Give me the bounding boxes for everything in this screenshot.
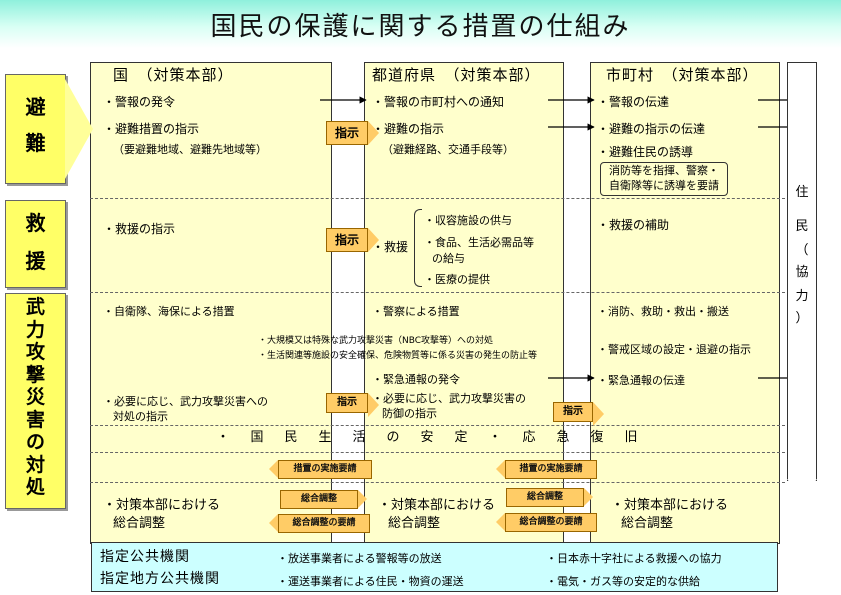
municipality-fire-rescue: ・消防、救助・救出・搬送 <box>597 305 729 318</box>
side-label-relief: 救 援 <box>5 200 66 288</box>
municipality-relief-assist: ・救援の補助 <box>597 218 670 232</box>
residents-char: 協 <box>795 265 809 280</box>
prefecture-column-header: 都道府県 （対策本部） <box>372 66 541 84</box>
municipality-column <box>590 62 780 544</box>
prefecture-evac-order: ・避難の指示 <box>372 122 445 136</box>
side-label-evacuation: 避 難 <box>5 74 93 184</box>
recovery-row: ・国民生活の安定・応急復旧 <box>216 430 659 445</box>
prefecture-coordination: ・対策本部における <box>378 498 496 513</box>
residents-char: 力 <box>795 289 809 304</box>
coordination-request-arrow-2: 総合調整の要請 <box>496 513 597 532</box>
relief-item-shelter: ・収容施設の供与 <box>424 214 512 227</box>
section-divider <box>90 425 785 426</box>
armed-instruction-arrow-2: 指示 <box>553 402 604 426</box>
side-label-text: 避 <box>25 95 46 119</box>
national-disaster-order-cont: 対処の指示 <box>113 410 168 423</box>
coordination-arrow-1: 総合調整 <box>280 490 367 509</box>
residents-column: 住 民 （ 協 力 ） <box>787 62 817 481</box>
utilities-item: ・電気・ガス等の安定的な供給 <box>546 575 700 588</box>
residents-char: ） <box>795 311 809 326</box>
national-warning: ・警報の発令 <box>103 95 176 109</box>
relief-instruction-arrow: 指示 <box>326 228 379 252</box>
side-label-text: 難 <box>25 131 46 155</box>
municipality-warning-transmit: ・警報の伝達 <box>597 95 670 109</box>
side-label-armed-attack: 武 力 攻 撃 災 害 の 対 処 <box>5 293 66 509</box>
coordination-request-arrow-1: 総合調整の要請 <box>269 514 370 533</box>
municipality-guide: ・避難住民の誘導 <box>597 145 694 159</box>
municipality-column-header: 市町村 （対策本部） <box>606 66 759 84</box>
section-divider <box>90 292 785 293</box>
municipality-coordination-cont: 総合調整 <box>621 516 674 531</box>
residents-arrow <box>787 479 817 499</box>
national-disaster-order: ・必要に応じ、武力攻撃災害への <box>103 395 268 408</box>
national-evac-order: ・避難措置の指示 <box>103 122 200 136</box>
prefecture-defense-order-cont: 防御の指示 <box>382 407 437 420</box>
municipality-coordination: ・対策本部における <box>611 498 729 513</box>
municipality-emergency-transmit: ・緊急通報の伝達 <box>597 374 685 387</box>
prefecture-evac-note: （避難経路、交通手段等） <box>382 143 514 156</box>
prefecture-police-measures: ・警察による措置 <box>372 305 460 318</box>
residents-char: （ <box>795 243 809 258</box>
national-relief-order: ・救援の指示 <box>103 222 176 236</box>
section-divider <box>90 198 785 199</box>
relief-item-goods: ・食品、生活必需品等 <box>424 236 534 249</box>
measure-request-arrow-1: 措置の実施要請 <box>269 460 372 479</box>
page-title: 国民の保護に関する措置の仕組み <box>210 12 631 42</box>
residents-char: 民 <box>795 219 809 234</box>
side-label-text: 武 力 攻 撃 災 害 の 対 処 <box>25 296 45 498</box>
nbc-response: ・大規模又は特殊な武力攻撃災害（NBC攻撃等）への対処 <box>258 336 494 346</box>
residents-char: 住 <box>795 185 809 200</box>
national-coordination: ・対策本部における <box>103 498 221 513</box>
relief-brace <box>414 209 422 287</box>
prefecture-coordination-cont: 総合調整 <box>388 516 441 531</box>
side-label-text: 援 <box>25 249 46 273</box>
prefecture-emergency-notice: ・緊急通報の発令 <box>372 373 460 386</box>
relief-item-medical: ・医療の提供 <box>424 273 490 286</box>
prefecture-notify: ・警報の市町村への通知 <box>372 95 505 109</box>
municipality-guide-note: 消防等を指揮、警察・ 自衛隊等に誘導を要請 <box>600 162 728 196</box>
coordination-arrow-2: 総合調整 <box>506 488 593 507</box>
transport-item: ・運送事業者による住民・物資の運送 <box>277 575 464 588</box>
section-divider <box>90 452 785 453</box>
municipality-order-transmit: ・避難の指示の伝達 <box>597 122 706 136</box>
red-cross-item: ・日本赤十字社による救援への協力 <box>546 552 722 565</box>
national-coordination-cont: 総合調整 <box>113 516 166 531</box>
national-sdf-measures: ・自衛隊、海保による措置 <box>103 305 235 318</box>
measure-request-arrow-2: 措置の実施要請 <box>496 460 597 479</box>
national-evac-note: （要避難地域、避難先地域等） <box>113 143 267 156</box>
broadcast-item: ・放送事業者による警報等の放送 <box>277 552 442 565</box>
title-bar <box>0 0 841 48</box>
national-column-header: 国 （対策本部） <box>113 66 234 84</box>
facility-safety: ・生活関連等施設の安全確保、危険物質等に係る災害の発生の防止等 <box>258 351 538 361</box>
evac-instruction-arrow: 指示 <box>326 121 379 145</box>
municipality-warning-zone: ・警戒区域の設定・退避の指示 <box>597 343 751 356</box>
designated-institutions-box: 指定公共機関 指定地方公共機関 ・放送事業者による警報等の放送 ・運送事業者によ… <box>91 542 778 592</box>
section-divider <box>90 482 785 483</box>
prefecture-defense-order: ・必要に応じ、武力攻撃災害の <box>372 392 526 405</box>
designated-public-institutions: 指定公共機関 <box>100 549 190 565</box>
designated-local-public-institutions: 指定地方公共機関 <box>100 571 220 587</box>
relief-item-goods-cont: の給与 <box>432 252 465 265</box>
armed-instruction-arrow-1: 指示 <box>326 393 379 417</box>
side-label-text: 救 <box>25 211 46 235</box>
side-arrow <box>65 79 93 179</box>
prefecture-relief: ・救援 <box>372 240 409 254</box>
